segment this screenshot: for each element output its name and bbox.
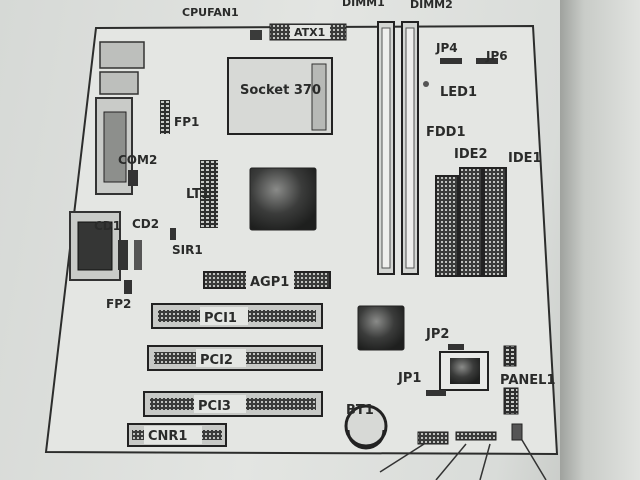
label-ide2: IDE2 xyxy=(454,147,488,162)
lt1-header xyxy=(200,160,218,228)
label-dimm1: DIMM1 xyxy=(342,0,385,9)
northbridge-chip xyxy=(249,167,317,231)
panel1-header xyxy=(503,387,519,415)
super-io-die xyxy=(450,358,480,384)
page-edge xyxy=(560,0,640,480)
fdd1-connector xyxy=(435,175,459,277)
cd1-header xyxy=(118,240,128,270)
label-ide1: IDE1 xyxy=(508,151,542,166)
label-dimm2: DIMM2 xyxy=(410,0,453,11)
io-audio-inner xyxy=(77,221,113,271)
label-fdd1: FDD1 xyxy=(426,125,466,140)
label-pci1: PCI1 xyxy=(204,311,237,326)
label-socket: Socket 370 xyxy=(240,83,321,98)
label-fp2: FP2 xyxy=(106,297,131,311)
label-lt1: LT1 xyxy=(186,187,210,202)
label-jp4: JP4 xyxy=(435,41,458,55)
label-panel1: PANEL1 xyxy=(500,373,556,388)
bottom-header-3 xyxy=(511,423,523,441)
panel1-header-top xyxy=(503,345,517,367)
fp1-header xyxy=(160,100,170,134)
dimm2-slot-core xyxy=(405,27,415,269)
pci1-label-bg xyxy=(200,307,248,325)
jp4-jumper xyxy=(440,58,462,64)
label-pci2: PCI2 xyxy=(200,353,233,368)
sir1-header xyxy=(170,228,176,240)
com2-header xyxy=(128,170,138,186)
label-cd2: CD2 xyxy=(132,217,159,231)
label-agp1: AGP1 xyxy=(250,275,289,290)
cpufan1-header xyxy=(250,30,262,40)
leader-line-4 xyxy=(521,439,547,480)
socket-lever xyxy=(311,63,327,131)
ide2-connector xyxy=(459,167,483,277)
atx1-label-bg xyxy=(290,25,330,39)
label-sir1: SIR1 xyxy=(172,243,203,257)
label-com2: COM2 xyxy=(118,153,157,167)
label-pci3: PCI3 xyxy=(198,399,231,414)
label-jp2: JP2 xyxy=(425,327,449,342)
label-cpufan1: CPUFAN1 xyxy=(182,6,239,19)
label-atx1: ATX1 xyxy=(294,26,325,39)
label-jp1: JP1 xyxy=(397,371,421,386)
label-bt1: BT1 xyxy=(346,403,374,418)
label-fp1: FP1 xyxy=(174,115,199,129)
bt1-battery xyxy=(344,404,388,448)
jp2-jumper xyxy=(448,344,464,350)
leader-line-1 xyxy=(379,443,425,473)
label-jp6: JP6 xyxy=(485,49,508,63)
leader-line-2 xyxy=(435,443,467,480)
pci3-label-bg xyxy=(194,395,246,413)
bottom-header-1 xyxy=(417,431,449,445)
agp1-label-bg xyxy=(246,270,294,290)
bt1-clip xyxy=(346,429,386,450)
bottom-header-2 xyxy=(455,431,497,441)
cnr1-label-bg xyxy=(144,426,202,444)
label-led1: LED1 xyxy=(440,85,477,100)
label-cnr1: CNR1 xyxy=(148,429,187,444)
dimm1-slot-core xyxy=(381,27,391,269)
jp1-jumper xyxy=(426,390,446,396)
label-cd1: CD1 xyxy=(94,219,121,233)
fp2-header xyxy=(124,280,132,294)
io-usb xyxy=(99,71,139,95)
cd2-header xyxy=(134,240,142,270)
io-ps2 xyxy=(99,41,145,69)
leader-line-3 xyxy=(479,443,491,480)
ide1-connector xyxy=(483,167,507,277)
led1-light xyxy=(423,81,429,87)
pci2-label-bg xyxy=(196,349,246,367)
io-com1-inner xyxy=(103,111,127,183)
southbridge-chip xyxy=(357,305,405,351)
jp6-jumper xyxy=(476,58,498,64)
